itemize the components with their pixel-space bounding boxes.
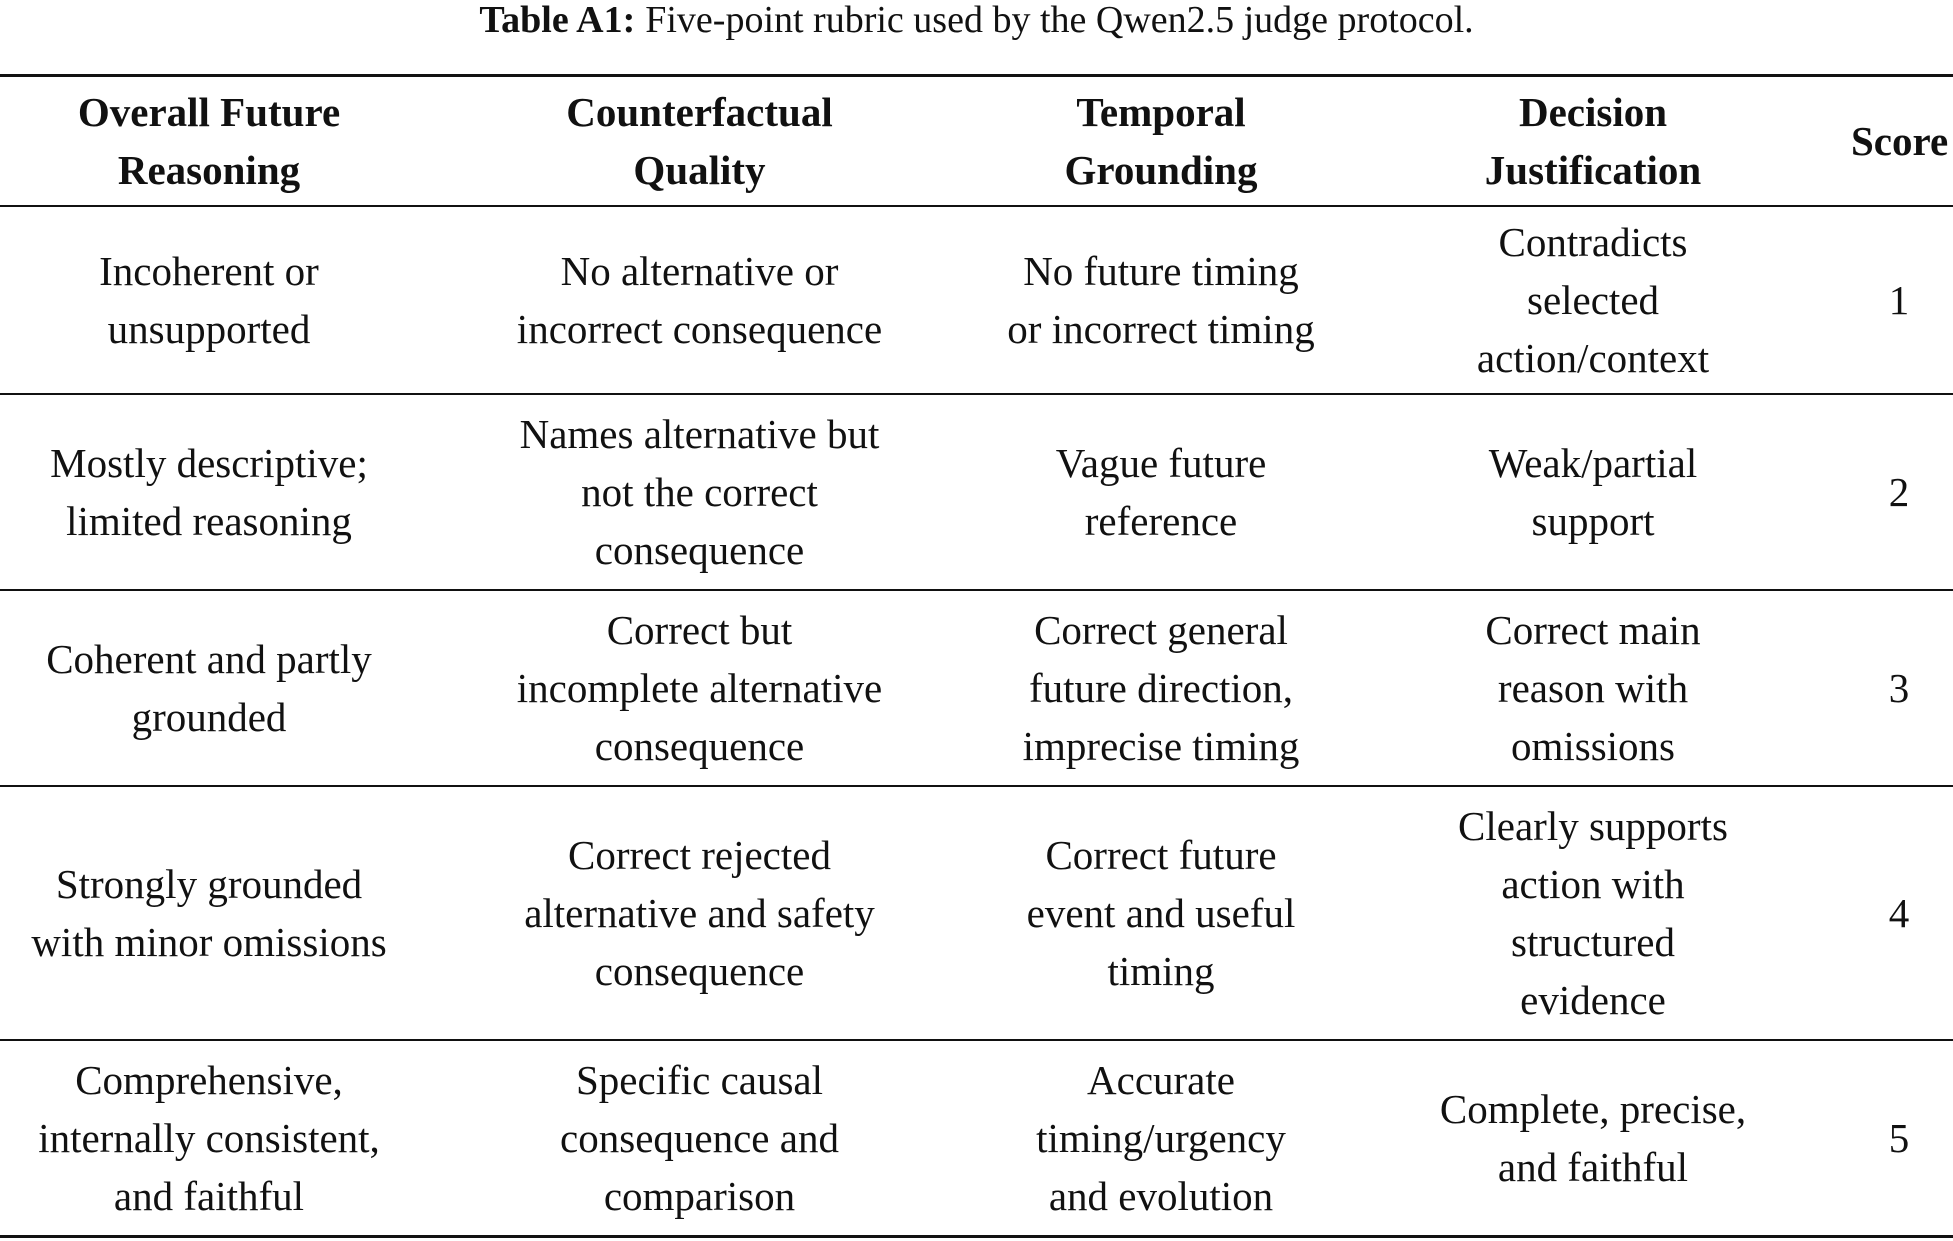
table-row: Strongly grounded with minor omissions C…	[0, 786, 1953, 1040]
cell-overall: Mostly descriptive; limited reasoning	[50, 440, 368, 544]
cell-temporal: Correct general future direction, imprec…	[1022, 607, 1300, 769]
cell-decision: Weak/partial support	[1488, 440, 1698, 544]
table-caption: Table A1:Five-point rubric used by the Q…	[0, 0, 1953, 50]
cell-overall: Strongly grounded with minor omissions	[31, 861, 387, 965]
table-row: Coherent and partly grounded Correct but…	[0, 590, 1953, 786]
cell-overall: Coherent and partly grounded	[46, 636, 372, 740]
cell-score: 5	[1888, 1114, 1910, 1161]
cell-counterfactual: No alternative or incorrect consequence	[516, 248, 883, 352]
cell-temporal: No future timing or incorrect timing	[1007, 248, 1315, 352]
cell-score: 3	[1888, 665, 1910, 711]
cell-decision: Clearly supports action with structured …	[1458, 803, 1728, 1023]
caption-text: Five-point rubric used by the Qwen2.5 ju…	[645, 0, 1474, 41]
cell-counterfactual: Names alternative but not the correct co…	[519, 411, 880, 573]
cell-counterfactual: Correct rejected alternative and safety …	[524, 832, 875, 994]
cell-score: 4	[1888, 890, 1910, 936]
rubric-table: Overall Future Reasoning Counterfactual …	[0, 74, 1953, 1238]
cell-counterfactual: Specific causal consequence and comparis…	[560, 1056, 839, 1219]
cell-decision: Correct main reason with omissions	[1485, 607, 1701, 769]
cell-decision: Complete, precise, and faithful	[1439, 1085, 1747, 1190]
cell-overall: Incoherent or unsupported	[99, 248, 319, 352]
cell-temporal: Correct future event and useful timing	[1026, 832, 1296, 994]
cell-score: 2	[1888, 469, 1910, 515]
cell-overall: Comprehensive, internally consistent, an…	[38, 1056, 380, 1219]
table-row: Mostly descriptive; limited reasoning Na…	[0, 394, 1953, 590]
cell-decision: Contradicts selected action/context	[1476, 219, 1710, 381]
header-row: Overall Future Reasoning Counterfactual …	[0, 75, 1953, 206]
cell-temporal: Accurate timing/urgency and evolution	[1036, 1056, 1286, 1219]
header-counterfactual-quality: Counterfactual Quality	[566, 89, 833, 193]
cell-counterfactual: Correct but incomplete alternative conse…	[516, 607, 883, 769]
header-decision-justification: Decision Justification	[1484, 89, 1702, 193]
header-overall-future-reasoning: Overall Future Reasoning	[77, 89, 341, 193]
header-temporal-grounding: Temporal Grounding	[1064, 89, 1258, 193]
table-row: Comprehensive, internally consistent, an…	[0, 1040, 1953, 1236]
caption-label: Table A1:	[479, 0, 636, 41]
header-score: Score	[1851, 118, 1949, 164]
cell-temporal: Vague future reference	[1055, 440, 1267, 544]
table-row: Incoherent or unsupported No alternative…	[0, 206, 1953, 394]
cell-score: 1	[1888, 277, 1910, 323]
